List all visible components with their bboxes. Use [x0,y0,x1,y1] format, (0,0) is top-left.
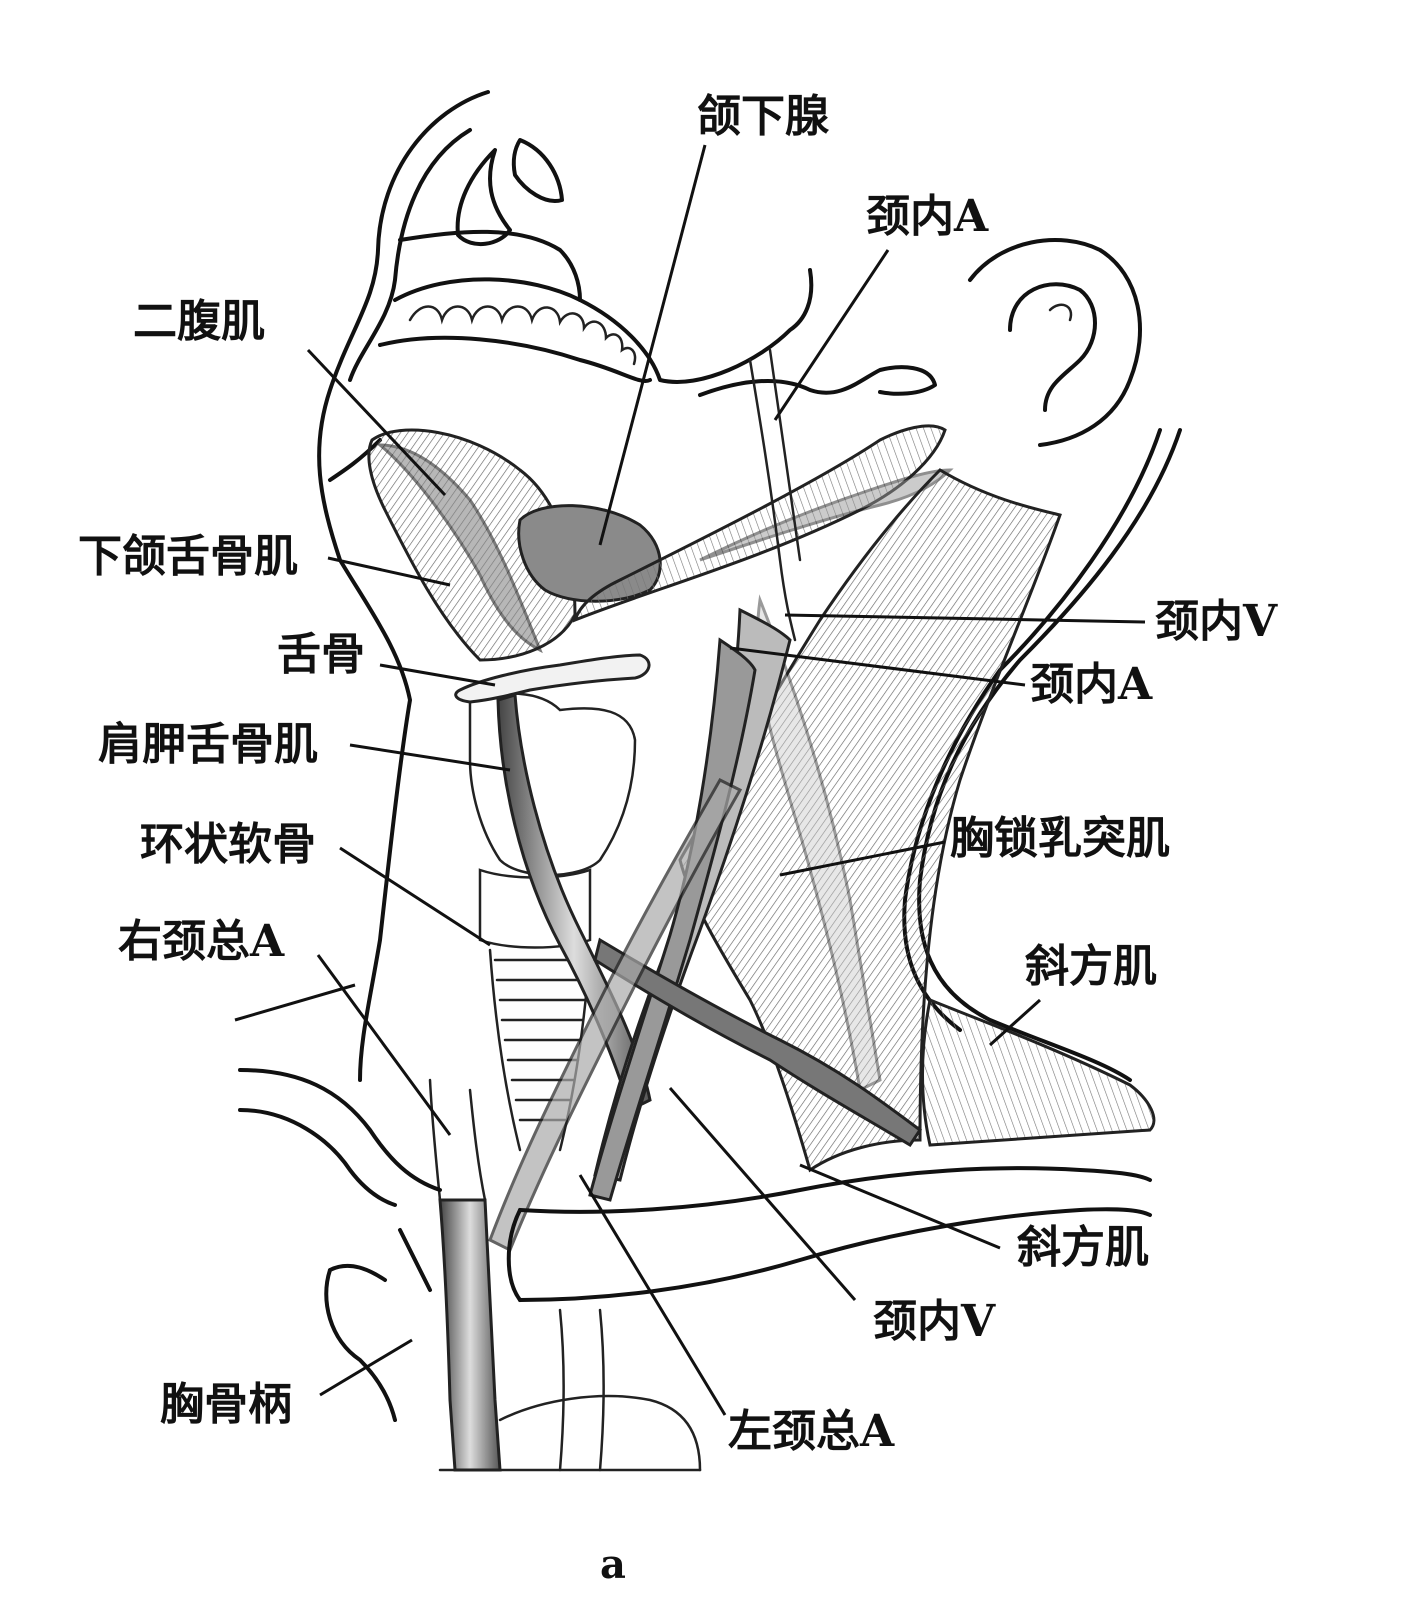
leader-submandibular [598,144,707,546]
leader-trapezius-lower [799,1163,1001,1250]
leader-ijv-bottom [668,1087,857,1301]
leader-digastric [306,348,447,497]
leader-scm [779,840,946,877]
label-manubrium: 胸骨柄 [160,1379,292,1430]
label-cricoid: 环状软骨 [140,819,316,870]
trapezius-shape [921,997,1156,1147]
leader-manubrium [319,1338,413,1397]
leader-internal-carotid-top [773,249,890,421]
label-hyoid: 舌骨 [277,629,365,680]
figure-caption: a [600,1541,626,1588]
label-trapezius-upper: 斜方肌 [1025,941,1157,992]
jaw-muscles [367,424,954,662]
label-right-common-carotid: 右颈总A [118,916,285,967]
label-internal-jugular-bottom: 颈内V [873,1296,996,1347]
label-digastric: 二腹肌 [133,296,265,347]
label-internal-carotid-top: 颈内A [866,191,989,242]
label-omohyoid: 肩胛舌骨肌 [98,719,318,770]
leader-right-common-carotid-2 [234,983,356,1022]
label-submandibular-gland: 颌下腺 [697,91,829,142]
label-trapezius-lower: 斜方肌 [1017,1222,1149,1273]
leader-hyoid [379,663,496,687]
neck-vessels [428,348,923,1472]
leader-mylohyoid [327,556,451,587]
leader-omohyoid [349,743,511,772]
label-internal-carotid-mid: 颈内A [1030,659,1153,710]
label-left-common-carotid: 左颈总A [728,1406,895,1457]
label-mylohyoid: 下颌舌骨肌 [78,531,298,582]
leader-cricoid [339,846,491,947]
clavicle-manubrium [238,1068,1152,1472]
leader-lines [234,144,1146,1416]
leader-right-common-carotid [316,954,452,1136]
label-sternocleidomastoid: 胸锁乳突肌 [950,813,1170,864]
leader-trapezius-upper [988,998,1042,1047]
label-internal-jugular-right: 颈内V [1155,596,1278,647]
leader-left-common-carotid [578,1174,727,1416]
hyoid-bone [454,653,651,704]
leader-ijv-right [784,613,1146,624]
leader-ica-mid [729,646,1026,687]
